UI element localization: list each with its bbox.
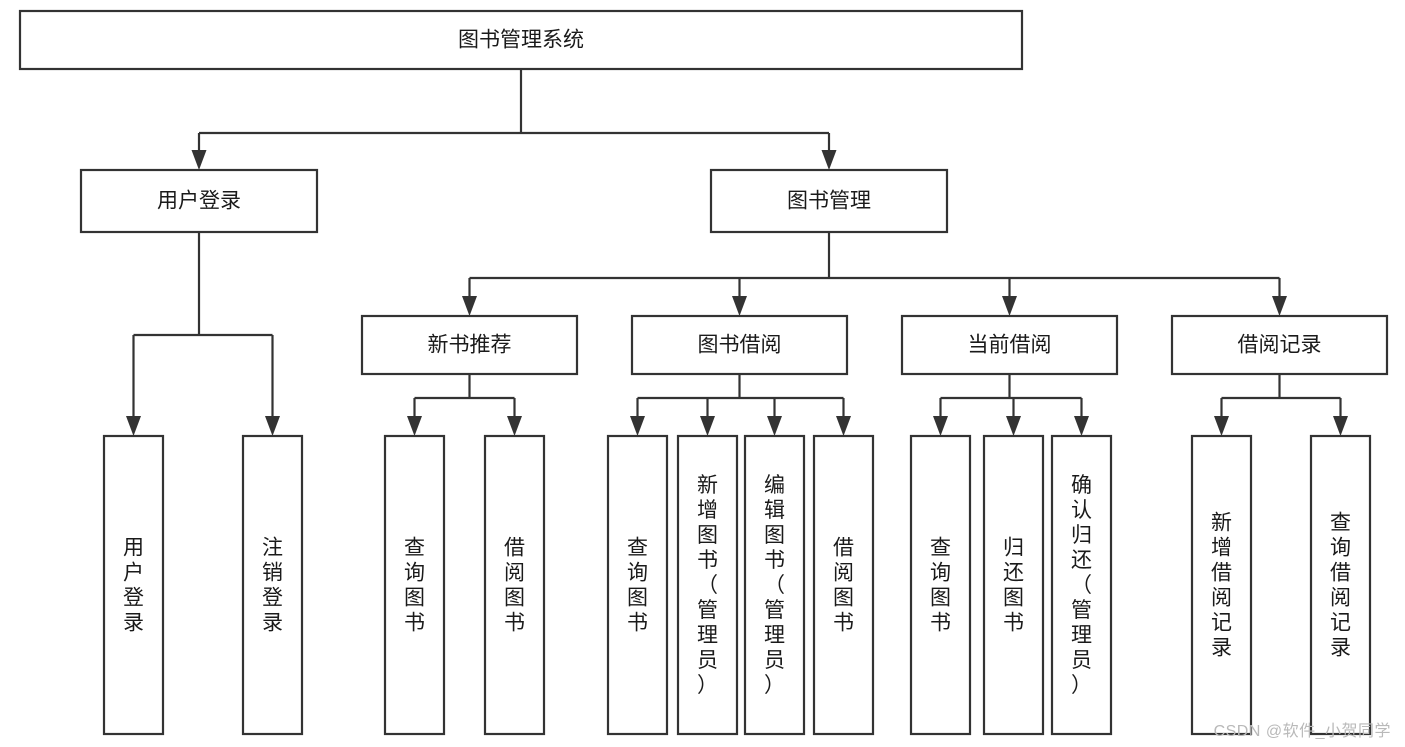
arrow-head-icon xyxy=(1272,296,1287,316)
arrow-head-icon xyxy=(1214,416,1229,436)
node-user-login[interactable]: 用户登录 xyxy=(79,168,319,234)
node-label: 注销登录 xyxy=(262,537,283,635)
arrow-head-icon xyxy=(630,416,645,436)
watermark: CSDN @软件_小贺同学 xyxy=(1213,723,1391,740)
node-label: 借阅记录 xyxy=(1238,334,1322,357)
arrow-head-icon xyxy=(933,416,948,436)
node-box[interactable] xyxy=(709,168,949,234)
node-label: 查询借阅记录 xyxy=(1330,512,1351,660)
arrow-head-icon xyxy=(462,296,477,316)
node-box[interactable] xyxy=(812,434,875,736)
node-label: 用户登录 xyxy=(157,190,241,213)
node-box[interactable] xyxy=(676,434,739,736)
node-new-book-recommend[interactable]: 新书推荐 xyxy=(360,314,579,376)
node-box[interactable] xyxy=(102,434,165,736)
node-borrow-record[interactable]: 借阅记录 xyxy=(1170,314,1389,376)
node-box[interactable] xyxy=(360,314,579,376)
node-label: 新书推荐 xyxy=(428,334,512,357)
node-label: 确认归还（管理员） xyxy=(1071,474,1092,697)
node-box[interactable] xyxy=(483,434,546,736)
connector-layer xyxy=(126,69,1348,436)
node-label: 当前借阅 xyxy=(968,334,1052,357)
node-leaf-query-book-rec[interactable]: 查询图书 xyxy=(383,434,446,736)
node-label: 编辑图书（管理员） xyxy=(764,474,785,697)
node-root[interactable]: 图书管理系统 xyxy=(18,9,1024,71)
node-label: 归还图书 xyxy=(1003,537,1024,635)
arrow-head-icon xyxy=(821,150,837,170)
node-label: 图书管理 xyxy=(787,190,871,213)
node-leaf-user-login[interactable]: 用户登录 xyxy=(102,434,165,736)
node-box[interactable] xyxy=(383,434,446,736)
node-leaf-query-book-current[interactable]: 查询图书 xyxy=(909,434,972,736)
node-box[interactable] xyxy=(1050,434,1113,736)
node-box[interactable] xyxy=(241,434,304,736)
node-box[interactable] xyxy=(982,434,1045,736)
arrow-head-icon xyxy=(732,296,747,316)
arrow-head-icon xyxy=(265,416,280,436)
node-leaf-add-book-admin[interactable]: 新增图书（管理员） xyxy=(676,434,739,736)
node-label: 新增图书（管理员） xyxy=(697,474,718,697)
node-box[interactable] xyxy=(743,434,806,736)
node-label: 新增借阅记录 xyxy=(1211,512,1232,660)
node-box[interactable] xyxy=(900,314,1119,376)
node-book-borrow[interactable]: 图书借阅 xyxy=(630,314,849,376)
node-box[interactable] xyxy=(18,9,1024,71)
arrow-head-icon xyxy=(126,416,141,436)
arrow-head-icon xyxy=(836,416,851,436)
node-leaf-query-borrow-record[interactable]: 查询借阅记录 xyxy=(1309,434,1372,736)
arrow-head-icon xyxy=(1333,416,1348,436)
node-leaf-query-book-borrow[interactable]: 查询图书 xyxy=(606,434,669,736)
node-label: 用户登录 xyxy=(123,537,144,635)
node-book-manage[interactable]: 图书管理 xyxy=(709,168,949,234)
node-label: 查询图书 xyxy=(404,537,425,635)
node-box[interactable] xyxy=(1190,434,1253,736)
node-label: 查询图书 xyxy=(627,537,648,635)
arrow-head-icon xyxy=(1006,416,1021,436)
node-box[interactable] xyxy=(630,314,849,376)
arrow-head-icon xyxy=(191,150,207,170)
node-leaf-edit-book-admin[interactable]: 编辑图书（管理员） xyxy=(743,434,806,736)
node-current-borrow[interactable]: 当前借阅 xyxy=(900,314,1119,376)
node-box[interactable] xyxy=(909,434,972,736)
arrow-head-icon xyxy=(1002,296,1017,316)
node-leaf-logout-login[interactable]: 注销登录 xyxy=(241,434,304,736)
node-leaf-add-borrow-record[interactable]: 新增借阅记录 xyxy=(1190,434,1253,736)
node-label: 借阅图书 xyxy=(833,537,854,635)
node-label: 查询图书 xyxy=(930,537,951,635)
arrow-head-icon xyxy=(767,416,782,436)
node-box[interactable] xyxy=(606,434,669,736)
node-box[interactable] xyxy=(1309,434,1372,736)
arrow-head-icon xyxy=(407,416,422,436)
node-leaf-borrow-book[interactable]: 借阅图书 xyxy=(812,434,875,736)
arrow-head-icon xyxy=(507,416,522,436)
node-leaf-borrow-book-rec[interactable]: 借阅图书 xyxy=(483,434,546,736)
arrow-head-icon xyxy=(700,416,715,436)
node-leaf-return-book[interactable]: 归还图书 xyxy=(982,434,1045,736)
arrow-head-icon xyxy=(1074,416,1089,436)
node-label: 图书管理系统 xyxy=(458,29,584,52)
node-layer: 图书管理系统用户登录图书管理新书推荐图书借阅当前借阅借阅记录用户登录注销登录查询… xyxy=(18,9,1389,736)
node-leaf-confirm-return-admin[interactable]: 确认归还（管理员） xyxy=(1050,434,1113,736)
node-label: 图书借阅 xyxy=(698,334,782,357)
node-box[interactable] xyxy=(1170,314,1389,376)
node-label: 借阅图书 xyxy=(504,537,525,635)
node-box[interactable] xyxy=(79,168,319,234)
